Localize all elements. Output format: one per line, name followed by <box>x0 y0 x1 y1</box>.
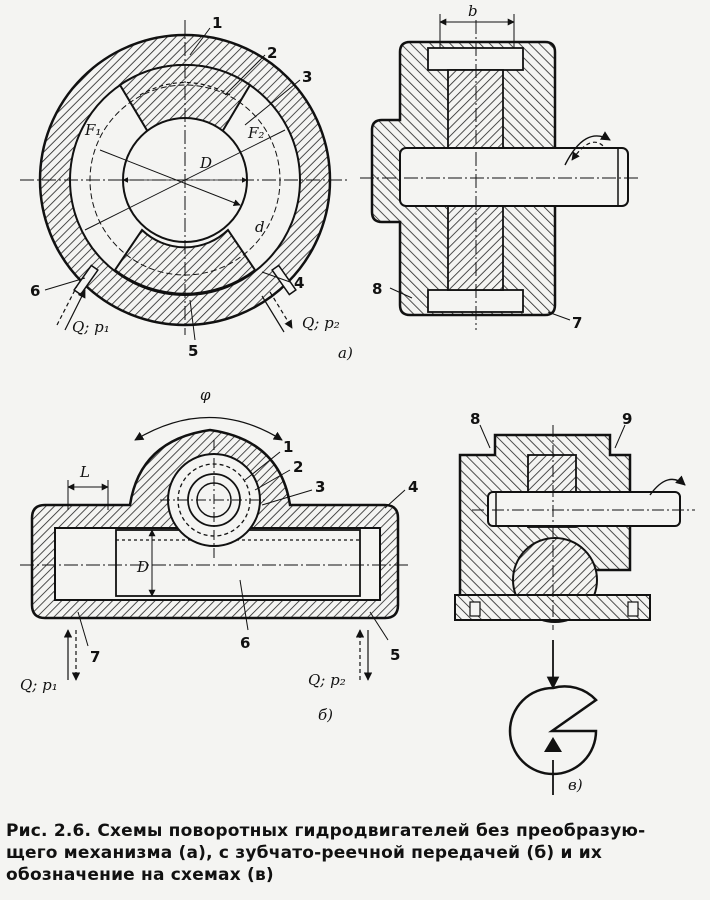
callout-2: 2 <box>267 44 277 62</box>
figure-caption: Рис. 2.6. Схемы поворотных гидродвигател… <box>6 820 706 886</box>
callout-2-b: 2 <box>293 458 303 476</box>
figure-a-label: а) <box>338 344 353 362</box>
dim-b: b <box>468 2 478 20</box>
figure-v-symbol: в) <box>508 640 598 795</box>
figure-b-side-section: 8 9 <box>454 410 695 630</box>
callout-3-b: 3 <box>315 478 325 496</box>
callout-5: 5 <box>188 342 198 360</box>
callout-1-b: 1 <box>283 438 293 456</box>
caption-line-1: Рис. 2.6. Схемы поворотных гидродвигател… <box>6 821 646 841</box>
figure-v-label: в) <box>568 776 583 794</box>
callout-8-b: 8 <box>470 410 480 428</box>
port-label-left: Q; p₁ <box>72 318 110 336</box>
callout-6-b: 6 <box>240 634 250 652</box>
callout-8-a: 8 <box>372 280 382 298</box>
callout-1: 1 <box>212 14 222 32</box>
figure-a-side-section: b 8 7 а) <box>338 2 640 362</box>
caption-line-3: обозначение на схемах (в) <box>6 865 274 885</box>
callout-7-a: 7 <box>572 314 582 332</box>
callout-4-b: 4 <box>408 478 418 496</box>
figure-b-label: б) <box>318 706 333 724</box>
callout-9-b: 9 <box>622 410 632 428</box>
port-label-right: Q; p₂ <box>302 314 340 332</box>
technical-drawing: 1 2 3 4 5 6 F₁ F₂ D d Q; p₁ Q; p₂ b 8 7 … <box>20 2 695 795</box>
callout-6: 6 <box>30 282 40 300</box>
dim-L: L <box>79 463 90 481</box>
figure-a-front-view: 1 2 3 4 5 6 F₁ F₂ D d Q; p₁ Q; p₂ <box>20 14 350 360</box>
dim-D: D <box>199 154 212 172</box>
callout-4: 4 <box>294 274 304 292</box>
callout-3: 3 <box>302 68 312 86</box>
port-label-left-b: Q; p₁ <box>20 676 58 694</box>
caption-line-2: щего механизма (а), с зубчато-реечной пе… <box>6 843 603 863</box>
callout-5-b: 5 <box>390 646 400 664</box>
dim-f2: F₂ <box>247 124 264 142</box>
port-label-right-b: Q; p₂ <box>308 671 346 689</box>
dim-phi: φ <box>200 386 211 404</box>
dim-D-b: D <box>136 558 149 576</box>
dim-d: d <box>255 218 265 236</box>
dim-f1: F₁ <box>84 121 101 139</box>
figure-b-rack-pinion: φ L D 1 2 3 4 5 6 7 Q; p₁ Q; p₂ б) <box>20 386 418 724</box>
callout-7-b: 7 <box>90 648 100 666</box>
